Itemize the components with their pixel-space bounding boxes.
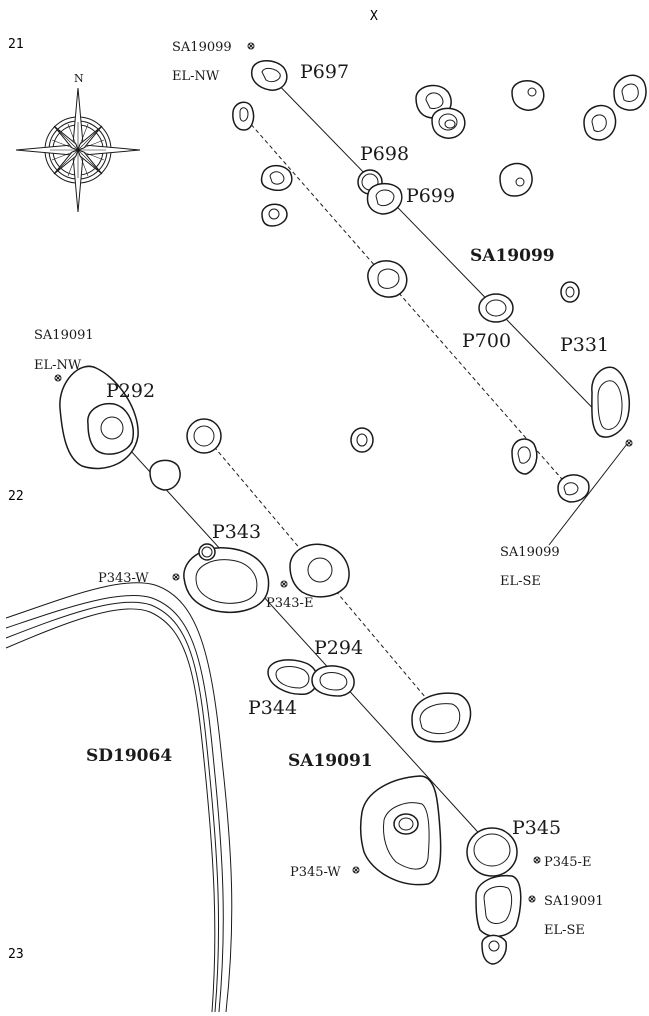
p697-label: P697 [300, 61, 349, 83]
pit-unnamed-11 [560, 281, 580, 303]
p698-label: P698 [360, 143, 409, 165]
elevation-marker-sa19099-se [625, 439, 633, 447]
p343-w-label: P343-W [98, 571, 149, 586]
p345-w-label: P345-W [290, 865, 341, 880]
p700-label: P700 [462, 330, 511, 352]
grid-row-22-label: 22 [8, 489, 24, 504]
elevation-marker-sa19091-se [528, 895, 536, 903]
pit-unnamed-15 [149, 459, 181, 491]
p292-label: P292 [106, 380, 155, 402]
p343-label: P343 [212, 521, 261, 543]
grid-row-23-label: 23 [8, 947, 24, 962]
sa19091-el-nw-name: SA19091 [34, 328, 94, 343]
sa19091-axis-line [109, 427, 497, 853]
pit-unnamed-18 [411, 692, 472, 743]
pit-unnamed-16 [350, 427, 374, 453]
p294-label: P294 [314, 637, 363, 659]
elevation-marker-p343-w [172, 573, 180, 581]
compass-rose-icon: N [15, 72, 141, 213]
elevation-marker-sa19091-nw [54, 374, 62, 382]
pit-unnamed-19 [475, 874, 522, 938]
sa19099-el-se-sub: EL-SE [500, 574, 541, 589]
compass-north-label: N [74, 72, 84, 85]
pit-unnamed-4 [367, 260, 408, 298]
pit-unnamed-1 [232, 101, 255, 131]
pit-unnamed-17 [289, 543, 350, 598]
sa19091-el-se-sub: EL-SE [544, 923, 585, 938]
grid-row-21-label: 21 [8, 37, 24, 52]
sa19099-axis-line [267, 73, 613, 429]
p699-label: P699 [406, 185, 455, 207]
sa19099-secondary-axis-line [241, 113, 576, 495]
elevation-marker-p345-e [533, 856, 541, 864]
pit-unnamed-3 [261, 203, 288, 227]
sa19099-se-leader-line [548, 443, 628, 546]
p331-label: P331 [560, 334, 609, 356]
pit-unnamed-10 [499, 162, 533, 197]
sa19091-el-nw-sub: EL-NW [34, 358, 82, 373]
pit-unnamed-8 [613, 74, 647, 111]
structure-sa19091-label: SA19091 [288, 751, 373, 771]
p344-label: P344 [248, 697, 297, 719]
sa19099-el-nw-sub: EL-NW [172, 69, 220, 84]
sa19099-el-se-name: SA19099 [500, 545, 560, 560]
sa19099-el-nw-name: SA19099 [172, 40, 232, 55]
pit-p345-w [359, 775, 442, 886]
pit-unnamed-20 [481, 934, 508, 965]
pit-unnamed-7 [511, 80, 545, 111]
ditch-sd19064 [5, 582, 233, 1013]
structure-sa19099-label: SA19099 [470, 246, 555, 266]
pit-p344 [267, 659, 319, 695]
elevation-marker-p343-e [280, 580, 288, 588]
p345-label: P345 [512, 817, 561, 839]
grid-x-label: X [370, 9, 378, 24]
elevation-marker-p345-w [352, 866, 360, 874]
structure-sd19064-label: SD19064 [86, 746, 172, 766]
elevation-marker-sa19099-nw [247, 42, 255, 50]
pit-unnamed-9 [583, 104, 617, 141]
pit-p345 [466, 827, 518, 877]
p343-e-label: P343-E [266, 596, 313, 611]
pit-unnamed-6 [431, 107, 466, 139]
pit-unnamed-12 [511, 438, 538, 475]
pit-p294 [311, 665, 355, 697]
pit-p343 [183, 543, 270, 613]
pit-unnamed-14 [186, 418, 222, 454]
pit-p292 [59, 365, 139, 470]
pit-unnamed-13 [557, 474, 590, 503]
p345-e-label: P345-E [544, 855, 591, 870]
pit-p331 [591, 366, 630, 438]
pit-p699 [366, 182, 403, 215]
pit-p700 [478, 293, 514, 323]
pit-p697 [250, 60, 288, 91]
pit-unnamed-2 [260, 164, 293, 192]
sa19091-el-se-name: SA19091 [544, 894, 604, 909]
